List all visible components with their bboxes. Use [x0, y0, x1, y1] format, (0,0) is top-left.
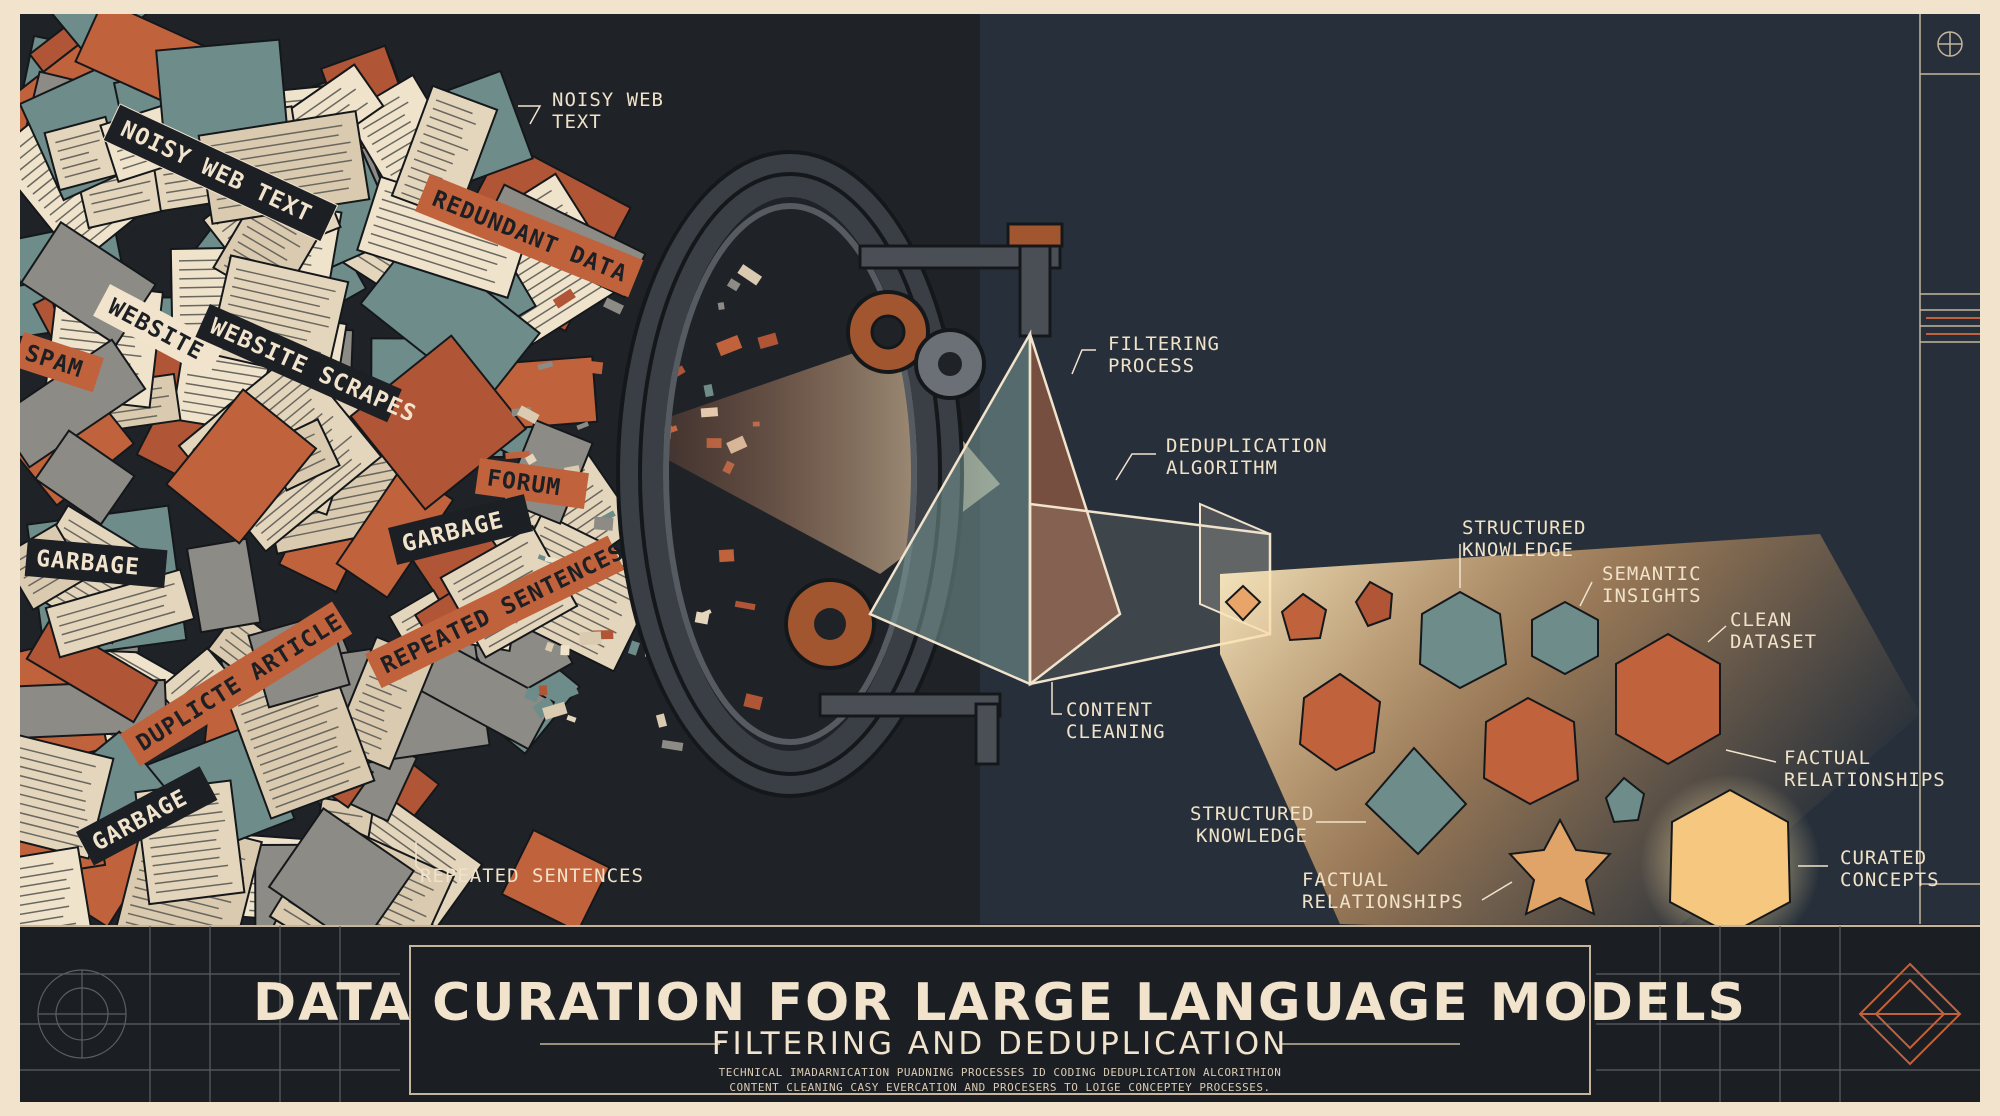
page-subtitle: FILTERING AND DEDUPLICATION	[712, 1026, 1289, 1062]
callout-content-cleaning-line1: CONTENT	[1066, 699, 1153, 721]
shard-fragment	[505, 450, 530, 460]
shard-fragment	[694, 611, 710, 625]
callout-factual-right-line2: RELATIONSHIPS	[1784, 769, 1946, 791]
crystal-semantic	[1531, 600, 1599, 676]
callout-curated-line1: CURATED	[1840, 847, 1927, 869]
shard-fragment	[661, 739, 684, 752]
gear-icon	[846, 290, 930, 374]
title-panel-grid	[20, 926, 1980, 1102]
paper-fragment	[20, 727, 115, 860]
callout-structured-bottom-line1: STRUCTURED	[1190, 803, 1314, 825]
filtering-machine	[616, 150, 1064, 798]
shard-fragment	[552, 288, 576, 309]
crystal-clean-dataset	[1615, 632, 1721, 766]
shard-fragment	[542, 701, 568, 720]
callout-filtering-process-line2: PROCESS	[1108, 355, 1195, 377]
callout-clean-dataset-line2: DATASET	[1730, 631, 1817, 653]
crystal-small	[1604, 776, 1646, 824]
page-title: DATA CURATION FOR LARGE LANGUAGE MODELS	[253, 973, 1747, 1033]
paper-fragment	[267, 807, 416, 951]
infographic-canvas: NOISY WEB TEXT REDUNDANT DATA WEBSITE WE…	[20, 14, 1980, 1102]
shard-fragment	[579, 631, 602, 646]
shard-fragment	[603, 297, 625, 315]
callout-deduplication-line2: ALGORITHM	[1166, 457, 1278, 479]
crystal-small	[1280, 592, 1328, 642]
callout-structured-top-line2: KNOWLEDGE	[1462, 539, 1574, 561]
callout-structured-top-line1: STRUCTURED	[1462, 517, 1586, 539]
shard-fragment	[593, 516, 614, 531]
shard-fragment	[703, 384, 714, 398]
paper-fragment	[225, 658, 376, 820]
callout-lines	[415, 105, 1828, 901]
paper-fragment	[44, 568, 196, 659]
noise-paper-pile	[20, 14, 779, 996]
gear-icon	[914, 328, 986, 400]
shard-fragment	[737, 264, 763, 286]
callout-structured-bottom-line2: KNOWLEDGE	[1196, 825, 1308, 847]
shard-fragment	[560, 688, 579, 701]
gear-icon	[784, 578, 876, 670]
callout-clean-dataset-line1: CLEAN	[1730, 609, 1792, 631]
shard-fragment	[734, 600, 756, 611]
shard-fragment	[544, 641, 555, 653]
shard-fragment	[538, 685, 548, 696]
description-line-1: TECHNICAL IMADARNICATION PUADNING PROCES…	[719, 1066, 1282, 1079]
callout-noisy-web-text-line2: TEXT	[552, 111, 602, 133]
shard-fragment	[537, 361, 554, 371]
callout-semantic-line2: INSIGHTS	[1602, 585, 1702, 607]
paper-fragment	[500, 828, 611, 933]
paper-fragment	[185, 537, 262, 634]
shard-fragment	[566, 714, 577, 723]
callout-noisy-web-text-line1: NOISY WEB	[552, 89, 664, 111]
callout-factual-right-line1: FACTUAL	[1784, 747, 1871, 769]
callout-labels: NOISY WEB TEXT FILTERING PROCESS DEDUPLI…	[420, 89, 1946, 913]
shard-fragment	[757, 332, 779, 350]
crystal-factual-mid	[1298, 672, 1382, 772]
diagram-svg: NOISY WEB TEXT REDUNDANT DATA WEBSITE WE…	[20, 14, 1980, 1102]
shard-fragment	[655, 713, 668, 728]
callout-filtering-process-line1: FILTERING	[1108, 333, 1220, 355]
shard-fragment	[718, 549, 735, 563]
crystal-factual-right	[1482, 696, 1580, 806]
shard-fragment	[726, 278, 741, 292]
shard-fragment	[524, 453, 537, 466]
crystal-concepts	[1224, 580, 1820, 954]
crystal-structured-bottom	[1364, 746, 1468, 856]
callout-factual-bottom-line2: RELATIONSHIPS	[1302, 891, 1464, 913]
paper-fragment	[349, 334, 528, 511]
shard-fragment	[587, 360, 604, 375]
shard-fragment	[576, 421, 589, 430]
shard-fragment	[717, 302, 725, 311]
shard-fragment	[560, 645, 570, 656]
callout-deduplication-line1: DEDUPLICATION	[1166, 435, 1328, 457]
callout-content-cleaning-line2: CLEANING	[1066, 721, 1166, 743]
crystal-structured-top	[1418, 590, 1508, 690]
right-frame-accent	[1926, 317, 1980, 335]
shard-fragment	[516, 405, 540, 425]
paper-fragment	[34, 429, 136, 526]
crystal-small	[1224, 584, 1262, 622]
description-line-2: CONTENT CLEANING CASY EVERCATION AND PRO…	[729, 1081, 1270, 1094]
title-panel: DATA CURATION FOR LARGE LANGUAGE MODELS …	[20, 925, 1980, 1102]
shard-fragment	[627, 640, 640, 656]
crystal-factual-star	[1507, 817, 1613, 916]
crystal-small	[1354, 580, 1394, 628]
paper-fragment	[164, 388, 318, 545]
shard-fragment	[524, 687, 540, 703]
right-frame-decoration	[1919, 14, 1980, 924]
callout-semantic-line1: SEMANTIC	[1602, 563, 1702, 585]
diamond-emblem-icon	[1858, 962, 1962, 1066]
callout-factual-bottom-line1: FACTUAL	[1302, 869, 1389, 891]
callout-curated-line2: CONCEPTS	[1840, 869, 1940, 891]
shard-fragment	[743, 693, 763, 711]
shard-fragment	[532, 696, 556, 719]
callout-repeated-sentences: REPEATED SENTENCES	[420, 865, 644, 887]
shard-fragment	[716, 335, 743, 357]
